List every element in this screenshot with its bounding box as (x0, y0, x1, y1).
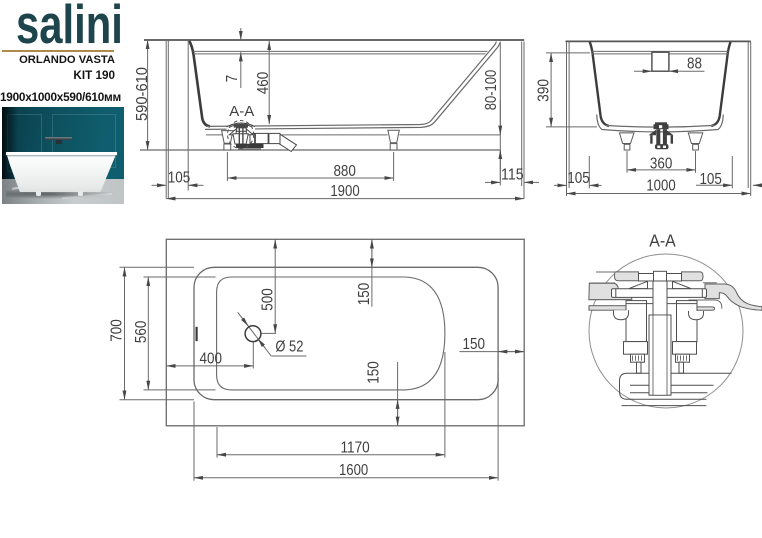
svg-text:460: 460 (255, 71, 272, 94)
svg-text:80-100: 80-100 (483, 69, 500, 110)
svg-text:560: 560 (133, 320, 150, 343)
svg-text:1170: 1170 (340, 440, 370, 457)
svg-text:1000: 1000 (646, 178, 676, 195)
svg-text:360: 360 (650, 156, 673, 173)
svg-text:88: 88 (687, 56, 702, 73)
svg-text:105: 105 (168, 170, 191, 187)
svg-text:115: 115 (501, 167, 524, 184)
svg-text:105: 105 (699, 171, 722, 188)
svg-text:700: 700 (109, 319, 126, 342)
svg-text:590-610: 590-610 (134, 67, 151, 121)
svg-text:105: 105 (567, 170, 590, 187)
svg-text:1600: 1600 (339, 462, 369, 479)
svg-text:150: 150 (365, 361, 382, 384)
svg-text:Ø 52: Ø 52 (275, 339, 303, 356)
svg-text:390: 390 (536, 79, 553, 102)
svg-text:1900: 1900 (330, 183, 360, 200)
svg-text:500: 500 (260, 288, 277, 311)
svg-text:A-A: A-A (229, 103, 254, 120)
svg-text:150: 150 (463, 336, 486, 353)
svg-text:150: 150 (356, 282, 373, 305)
svg-text:880: 880 (333, 163, 356, 180)
svg-text:400: 400 (200, 351, 223, 368)
svg-text:7: 7 (224, 75, 241, 82)
svg-text:A-A: A-A (649, 231, 676, 251)
